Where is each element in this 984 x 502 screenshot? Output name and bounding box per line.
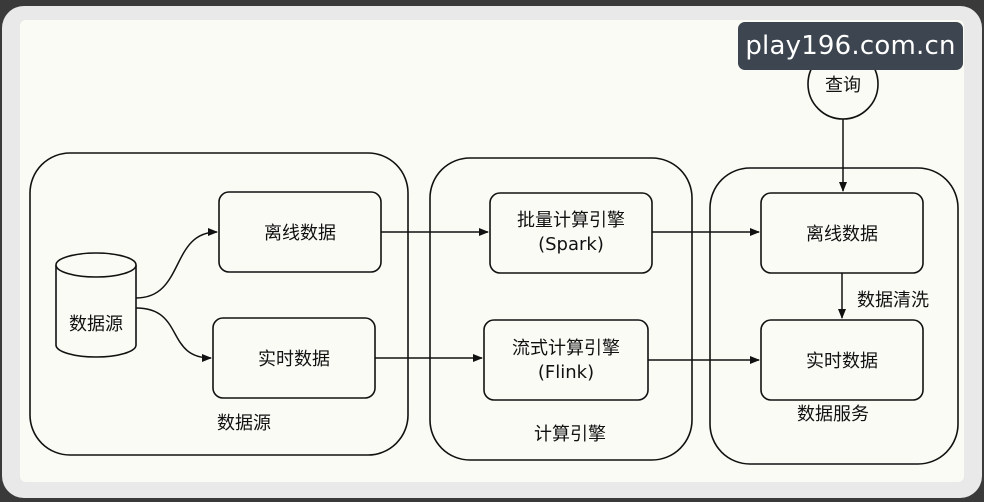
node-db-label: 数据源 [69, 314, 123, 335]
edge-label-cleaning: 数据清洗 [857, 290, 929, 311]
group-data-source [29, 152, 409, 456]
node-query-label: 查询 [825, 75, 861, 96]
node-realtime-source-label: 实时数据 [258, 349, 330, 370]
node-realtime-service [760, 319, 924, 401]
node-batch-engine [489, 192, 653, 274]
group-label-data-service: 数据服务 [797, 404, 869, 425]
group-compute-engine [429, 157, 693, 461]
watermark: play196.com.cn [738, 22, 963, 70]
node-stream-engine-subtitle: (Flink) [538, 362, 594, 383]
group-label-data-source: 数据源 [217, 413, 271, 434]
node-offline-service-label: 离线数据 [806, 224, 878, 245]
node-offline-source-label: 离线数据 [264, 223, 336, 244]
edge-db-to-realtime [135, 307, 212, 362]
group-label-compute-engine: 计算引擎 [534, 424, 606, 445]
node-batch-engine-title: 批量计算引擎 [517, 210, 625, 231]
node-stream-engine [483, 319, 649, 401]
edge-db-to-offline [135, 228, 218, 299]
group-data-service [709, 167, 959, 465]
node-stream-engine-title: 流式计算引擎 [512, 338, 620, 359]
database-icon [55, 252, 137, 358]
node-batch-engine-subtitle: (Spark) [538, 234, 604, 255]
node-realtime-service-label: 实时数据 [806, 351, 878, 372]
